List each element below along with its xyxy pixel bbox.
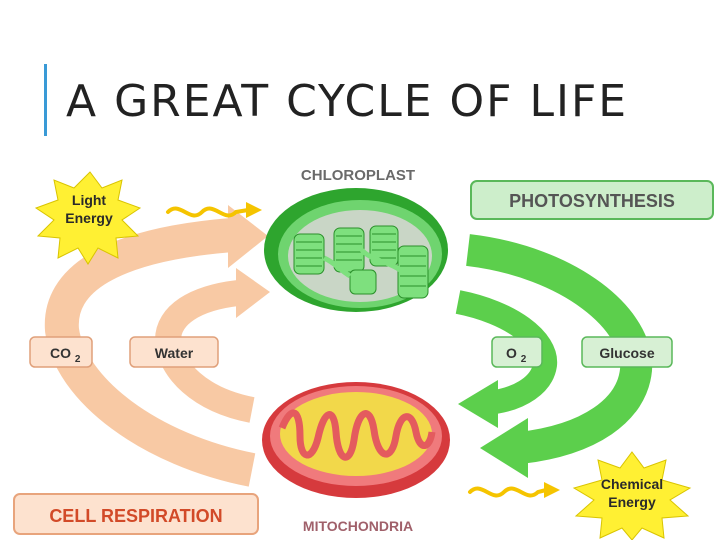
o2-subscript: 2 [521, 354, 527, 365]
chemical-squiggle-arrow [468, 482, 560, 498]
chloroplast-label: CHLOROPLAST [301, 167, 415, 184]
o2-label: O [506, 345, 517, 361]
photosynthesis-arrow-inner-head [458, 380, 498, 428]
svg-text:O 2: O 2 [506, 345, 527, 365]
glucose-box: Glucose [581, 336, 673, 368]
light-energy-star: Light Energy [34, 171, 142, 265]
svg-text:CO 2: CO 2 [50, 345, 81, 365]
photosynthesis-arrow-inner [455, 290, 558, 414]
glucose-label: Glucose [599, 345, 654, 361]
co2-label: CO [50, 345, 71, 361]
o2-box: O 2 [491, 336, 543, 368]
star-icon [34, 171, 142, 265]
light-squiggle-arrow [166, 202, 262, 218]
respiration-arrow-outer [44, 218, 256, 487]
water-label: Water [155, 345, 194, 361]
chemical-energy-label-line1: Chemical [601, 476, 663, 492]
light-energy-label-line2: Energy [65, 210, 113, 226]
co2-box: CO 2 [29, 336, 93, 368]
chemical-energy-label-line2: Energy [608, 494, 656, 510]
mitochondria-label: MITOCHONDRIA [303, 518, 413, 534]
photosynthesis-arrow-outer-head [480, 418, 528, 478]
cell-respiration-label: CELL RESPIRATION [49, 506, 222, 526]
light-energy-label-line1: Light [72, 192, 107, 208]
title-accent-bar [44, 64, 47, 136]
respiration-arrow-outer-head [228, 205, 268, 268]
respiration-arrow-inner-head [236, 268, 270, 318]
chloroplast: CHLOROPLAST [264, 167, 448, 312]
mitochondria: MITOCHONDRIA [262, 382, 450, 534]
photosynthesis-box: PHOTOSYNTHESIS [470, 180, 714, 220]
chemical-energy-star: Chemical Energy [572, 451, 692, 540]
cell-respiration-box: CELL RESPIRATION [13, 493, 259, 535]
slide-title: A GREAT CYCLE OF LIFE [66, 76, 629, 127]
co2-subscript: 2 [75, 354, 81, 365]
star-icon [572, 451, 692, 540]
water-box: Water [129, 336, 219, 368]
photosynthesis-label: PHOTOSYNTHESIS [509, 191, 675, 211]
